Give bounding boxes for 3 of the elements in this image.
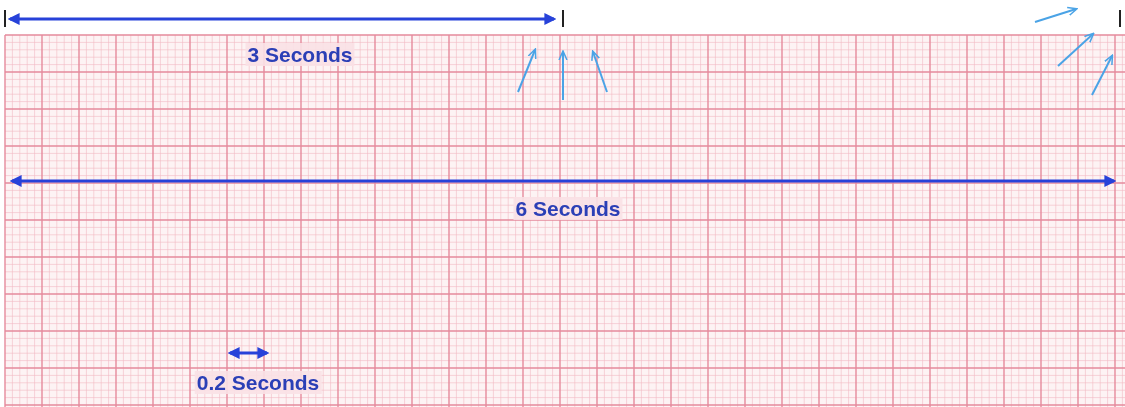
duration-label: 0.2 Seconds xyxy=(194,371,322,395)
duration-label: 6 Seconds xyxy=(513,197,623,221)
duration-label: 3 Seconds xyxy=(245,43,355,67)
